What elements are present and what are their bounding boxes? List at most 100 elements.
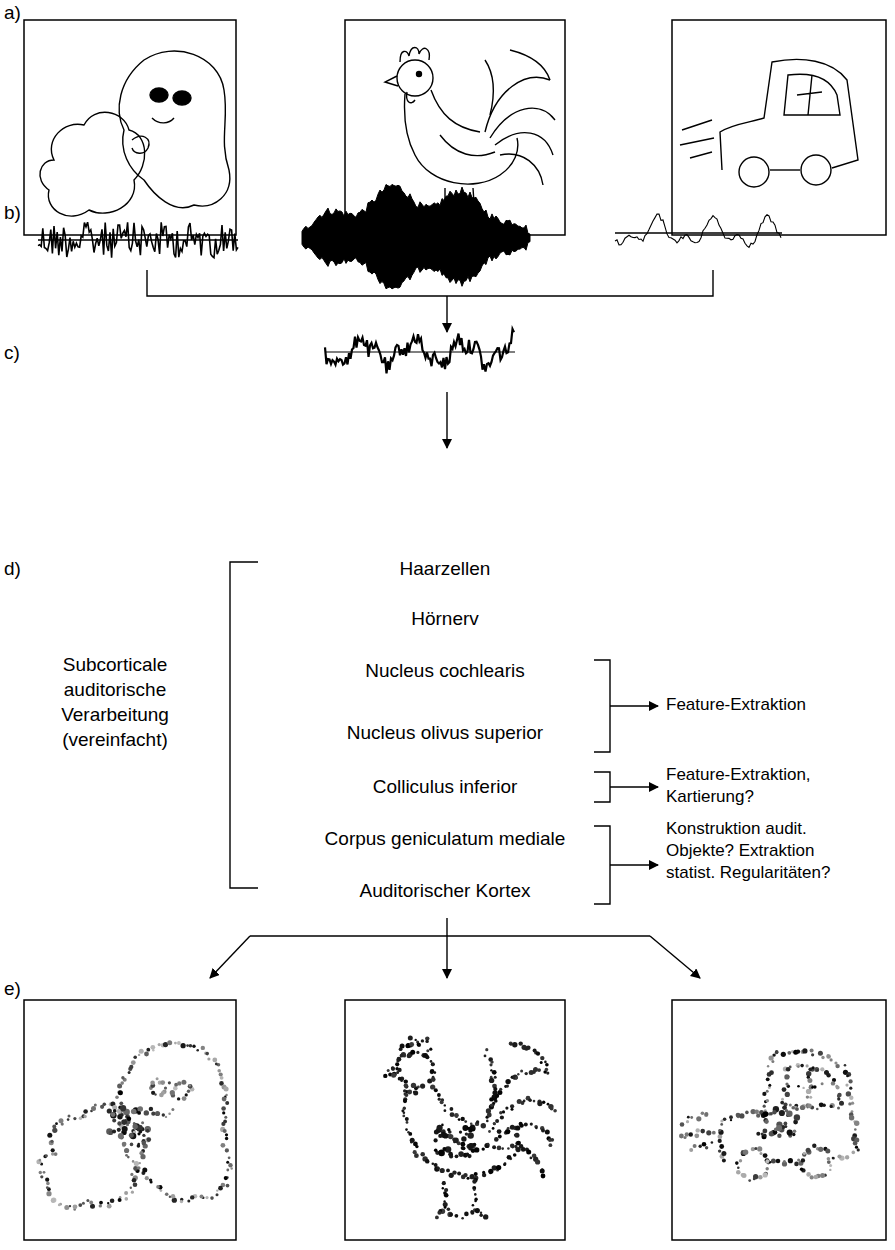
dot bbox=[541, 1129, 545, 1133]
dot bbox=[510, 1143, 515, 1148]
dot bbox=[449, 1213, 453, 1217]
dot bbox=[754, 1109, 759, 1114]
dot bbox=[67, 1118, 70, 1121]
structure-name: Nucleus olivus superior bbox=[347, 720, 543, 745]
dot bbox=[484, 1055, 487, 1058]
dot bbox=[46, 1182, 50, 1186]
dot bbox=[797, 1158, 800, 1161]
dot bbox=[188, 1084, 193, 1089]
dot bbox=[792, 1133, 795, 1136]
dot bbox=[802, 1048, 807, 1053]
dot bbox=[146, 1129, 150, 1133]
dot bbox=[133, 1124, 138, 1129]
dot bbox=[849, 1096, 853, 1100]
dot bbox=[482, 1147, 485, 1150]
dot bbox=[425, 1055, 429, 1059]
dot bbox=[461, 1146, 465, 1150]
dot bbox=[800, 1167, 804, 1171]
dot bbox=[402, 1115, 405, 1118]
rooster-reconstruction bbox=[383, 1035, 557, 1219]
dot bbox=[718, 1134, 723, 1139]
dot bbox=[205, 1196, 208, 1199]
dot bbox=[839, 1101, 844, 1106]
dot bbox=[40, 1175, 43, 1178]
dot bbox=[540, 1056, 544, 1060]
dot bbox=[140, 1154, 145, 1159]
dot bbox=[489, 1104, 494, 1109]
dot bbox=[720, 1123, 723, 1126]
dot bbox=[461, 1136, 466, 1141]
dot bbox=[492, 1090, 497, 1095]
dot bbox=[39, 1171, 42, 1174]
dot bbox=[509, 1042, 513, 1046]
dot bbox=[458, 1151, 464, 1157]
dot bbox=[542, 1101, 545, 1104]
dot bbox=[533, 1067, 538, 1072]
dot bbox=[763, 1129, 768, 1134]
dot bbox=[545, 1130, 550, 1135]
dot bbox=[535, 1127, 537, 1129]
dot bbox=[690, 1116, 693, 1119]
dot bbox=[415, 1039, 417, 1041]
dot bbox=[36, 1159, 41, 1164]
dot bbox=[849, 1087, 852, 1090]
dot bbox=[167, 1040, 172, 1045]
dot bbox=[225, 1133, 228, 1136]
dot bbox=[476, 1120, 479, 1123]
dot bbox=[489, 1078, 494, 1083]
dot bbox=[803, 1152, 806, 1155]
dot bbox=[120, 1105, 126, 1111]
dot bbox=[512, 1042, 517, 1047]
dot bbox=[769, 1070, 774, 1075]
dot bbox=[442, 1181, 446, 1185]
annotation-text: Subcorticale auditorische Verarbeitung (… bbox=[49, 652, 181, 752]
zero-axis bbox=[325, 351, 515, 352]
dot bbox=[404, 1093, 408, 1097]
dot bbox=[173, 1086, 178, 1091]
dot bbox=[414, 1153, 419, 1158]
dot bbox=[218, 1186, 223, 1191]
dot bbox=[829, 1164, 832, 1167]
panel-letter: d) bbox=[4, 556, 21, 581]
dot bbox=[398, 1077, 402, 1081]
rooster-waveform bbox=[302, 184, 530, 289]
dot bbox=[99, 1201, 103, 1205]
dot bbox=[416, 1051, 419, 1054]
dot bbox=[430, 1060, 433, 1063]
dot bbox=[131, 1060, 136, 1065]
dot bbox=[504, 1162, 507, 1165]
dot bbox=[425, 1159, 429, 1163]
dot bbox=[221, 1122, 225, 1126]
dot bbox=[781, 1052, 786, 1057]
dot bbox=[51, 1197, 56, 1202]
dot bbox=[461, 1217, 464, 1220]
dot bbox=[397, 1057, 402, 1062]
dot bbox=[718, 1139, 722, 1143]
dot bbox=[490, 1104, 494, 1108]
dot bbox=[471, 1148, 476, 1153]
dot bbox=[753, 1174, 758, 1179]
dot bbox=[775, 1050, 779, 1054]
dot bbox=[845, 1155, 849, 1159]
dot bbox=[507, 1155, 512, 1160]
dot bbox=[447, 1128, 450, 1131]
dot bbox=[827, 1160, 831, 1164]
dot bbox=[729, 1115, 733, 1119]
dot bbox=[789, 1104, 792, 1107]
dot bbox=[772, 1053, 775, 1056]
dot bbox=[431, 1077, 436, 1082]
dot bbox=[103, 1102, 107, 1106]
dot bbox=[464, 1120, 467, 1123]
dot bbox=[481, 1123, 486, 1128]
dot bbox=[855, 1146, 858, 1149]
dot bbox=[453, 1138, 459, 1144]
annotation-text: Feature-Extraktion, Kartierung? bbox=[666, 764, 836, 808]
dot bbox=[59, 1118, 64, 1123]
dot bbox=[739, 1113, 744, 1118]
dot bbox=[814, 1067, 819, 1072]
dot bbox=[222, 1111, 225, 1114]
dot bbox=[144, 1110, 149, 1115]
dot bbox=[158, 1043, 161, 1046]
dot bbox=[497, 1146, 502, 1151]
dot bbox=[228, 1156, 231, 1159]
